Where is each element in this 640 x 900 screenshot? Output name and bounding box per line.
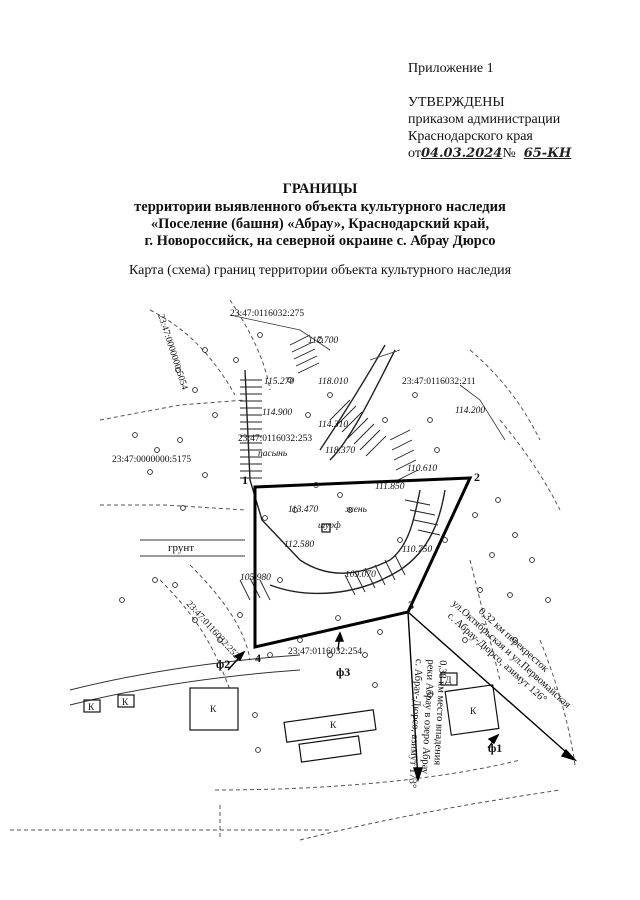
parcel-253: 23:47:0116032:253 — [238, 434, 312, 444]
elev-117700: 117.700 — [308, 336, 338, 346]
photo-point-f3: ф3 — [336, 665, 350, 679]
order-date-line: от04.03.2024№ 65-КН — [408, 145, 571, 163]
title-line-2: территории выявленного объекта культурно… — [134, 199, 506, 215]
order-line: приказом администрации — [408, 112, 561, 127]
elev-114310: 114.310 — [318, 420, 348, 430]
boundary-point-1: 1 — [242, 473, 248, 487]
appendix-label: Приложение 1 — [408, 61, 494, 76]
label-zhen: жень — [345, 505, 368, 515]
handwritten-date: 04.03.2024 — [420, 146, 503, 161]
photo-point-f1: ф1 — [488, 741, 502, 755]
label-shurf: шурф — [318, 520, 341, 531]
elev-118370: 118.370 — [325, 446, 355, 456]
vegetation-circles — [119, 332, 551, 753]
contour-lines — [244, 344, 446, 595]
date-prefix: от — [408, 146, 421, 161]
direction-note-1-line2: ул.Октябрьская и ул.Первомайская — [449, 598, 572, 711]
buildings — [83, 523, 500, 763]
direction-note-1: 0,32 км перекресток ул.Октябрьская и ул.… — [445, 598, 573, 711]
building-d1: Д — [445, 676, 452, 686]
building-k2: К — [330, 721, 337, 731]
map-caption: Карта (схема) границ территории объекта … — [128, 263, 512, 278]
terrain-lines — [10, 299, 576, 841]
direction-note-2: 0,38 км место впадения реки Абрау в озер… — [406, 659, 448, 789]
direction-arrows — [227, 611, 578, 783]
building-k5: К — [88, 703, 95, 713]
boundary-point-2: 2 — [474, 470, 480, 484]
elev-110750: 110.750 — [402, 545, 432, 555]
elev-109070: 109.070 — [345, 570, 376, 580]
elev-114200: 114.200 — [455, 406, 485, 416]
elev-111850: 111.850 — [375, 482, 405, 492]
elev-110610: 110.610 — [407, 464, 437, 474]
parcel-254: 23:47:0116032:254 — [288, 647, 362, 657]
parcel-5175: 23:47:0000000:5175 — [112, 455, 191, 465]
road — [69, 539, 301, 706]
elev-113470: 113.470 — [288, 505, 318, 515]
photo-point-f2: ф2 — [216, 657, 230, 671]
parcel-lines — [229, 314, 506, 441]
label-pasture: пасынь — [258, 449, 288, 459]
boundary-point-3: 3 — [408, 598, 414, 612]
parcel-211: 23:47:0116032:211 — [402, 377, 476, 387]
building-k4: К — [122, 698, 129, 708]
title-line-4: г. Новороссийск, на северной окраине с. … — [144, 233, 496, 249]
building-k1: К — [210, 705, 217, 715]
parcel-275: 23:47:0116032:275 — [230, 309, 304, 319]
parcel-5054: 23:47:0000000:5054 — [155, 313, 189, 392]
elev-112580: 112.580 — [284, 540, 314, 550]
elev-105980: 105.980 — [240, 573, 271, 583]
handwritten-order-number: 65-КН — [523, 146, 572, 161]
building-k3: К — [470, 707, 477, 717]
document-title: ГРАНИЦЫ — [282, 181, 358, 197]
approved-label: УТВЕРЖДЕНЫ — [408, 95, 505, 110]
elev-118010: 118.010 — [318, 377, 348, 387]
region-line: Краснодарского края — [408, 129, 533, 144]
title-line-3: «Поселение (башня) «Абрау», Краснодарски… — [150, 216, 490, 232]
label-ground: грунт — [168, 542, 194, 554]
number-sign: № — [502, 146, 516, 161]
boundary-point-4: 4 — [255, 651, 261, 665]
elev-114900: 114.900 — [262, 408, 292, 418]
elev-115270: 115.270 — [264, 377, 294, 387]
heritage-boundary-polygon — [253, 476, 473, 649]
parcel-252: 23:47:0116032:252 — [184, 599, 241, 661]
